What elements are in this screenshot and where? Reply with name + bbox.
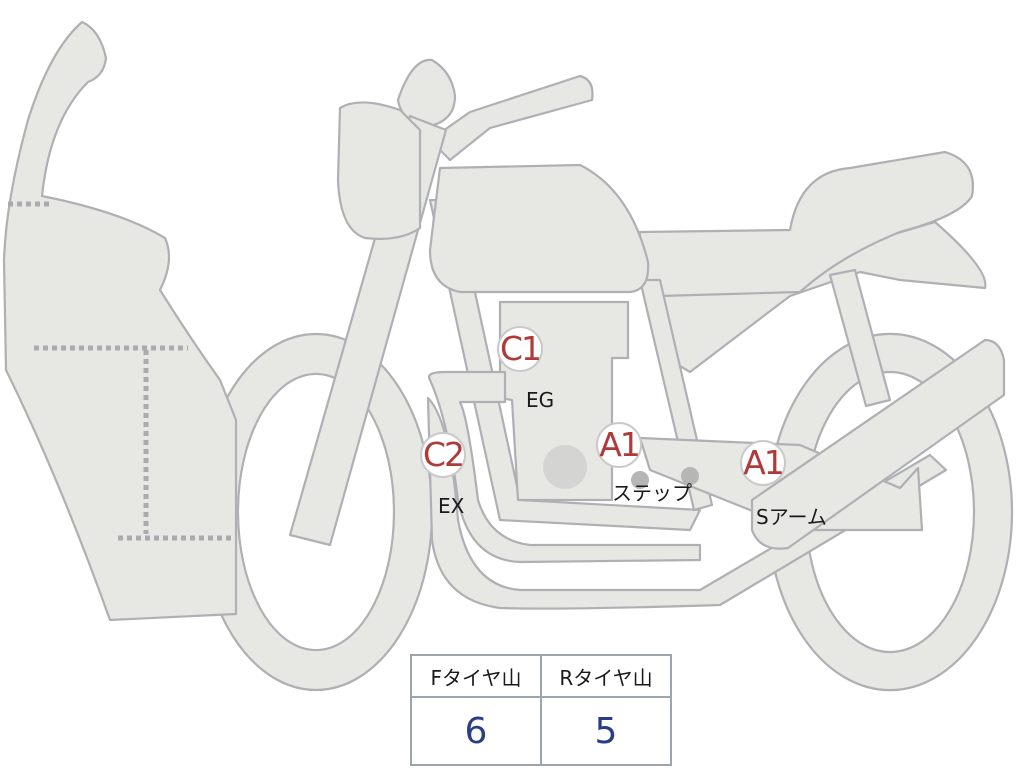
marker-a1-swingarm-badge: A1 <box>740 440 786 486</box>
marker-c1-label: EG <box>526 388 555 412</box>
footpeg-right <box>681 467 699 485</box>
exhaust-pipe-upper <box>427 370 702 564</box>
tire-depth-table: Fタイヤ山 Rタイヤ山 6 5 <box>410 654 672 766</box>
front-tire-value: 6 <box>410 696 542 766</box>
front-fender <box>336 101 422 240</box>
rear-tire-value: 5 <box>540 696 672 766</box>
rear-shock <box>828 268 892 408</box>
marker-c2-badge: C2 <box>420 432 466 478</box>
fairing <box>2 20 238 622</box>
front-tire-header: Fタイヤ山 <box>410 654 542 698</box>
muffler <box>750 338 1006 550</box>
marker-a1-swingarm-label: Sアーム <box>756 505 827 529</box>
rear-tire-header: Rタイヤ山 <box>540 654 672 698</box>
marker-a1-step-label: ステップ <box>612 481 692 505</box>
fuel-tank <box>428 163 650 294</box>
exhaust-pipe-lower <box>426 396 948 610</box>
marker-c2-label: EX <box>438 494 465 518</box>
footpeg-left <box>631 471 649 489</box>
handlebar <box>428 74 594 162</box>
rear-wheel <box>766 332 1014 692</box>
rear-fender <box>648 220 987 374</box>
marker-a1-step-badge: A1 <box>596 422 642 468</box>
marker-c1-badge: C1 <box>497 326 543 372</box>
engine-cover <box>543 445 587 489</box>
